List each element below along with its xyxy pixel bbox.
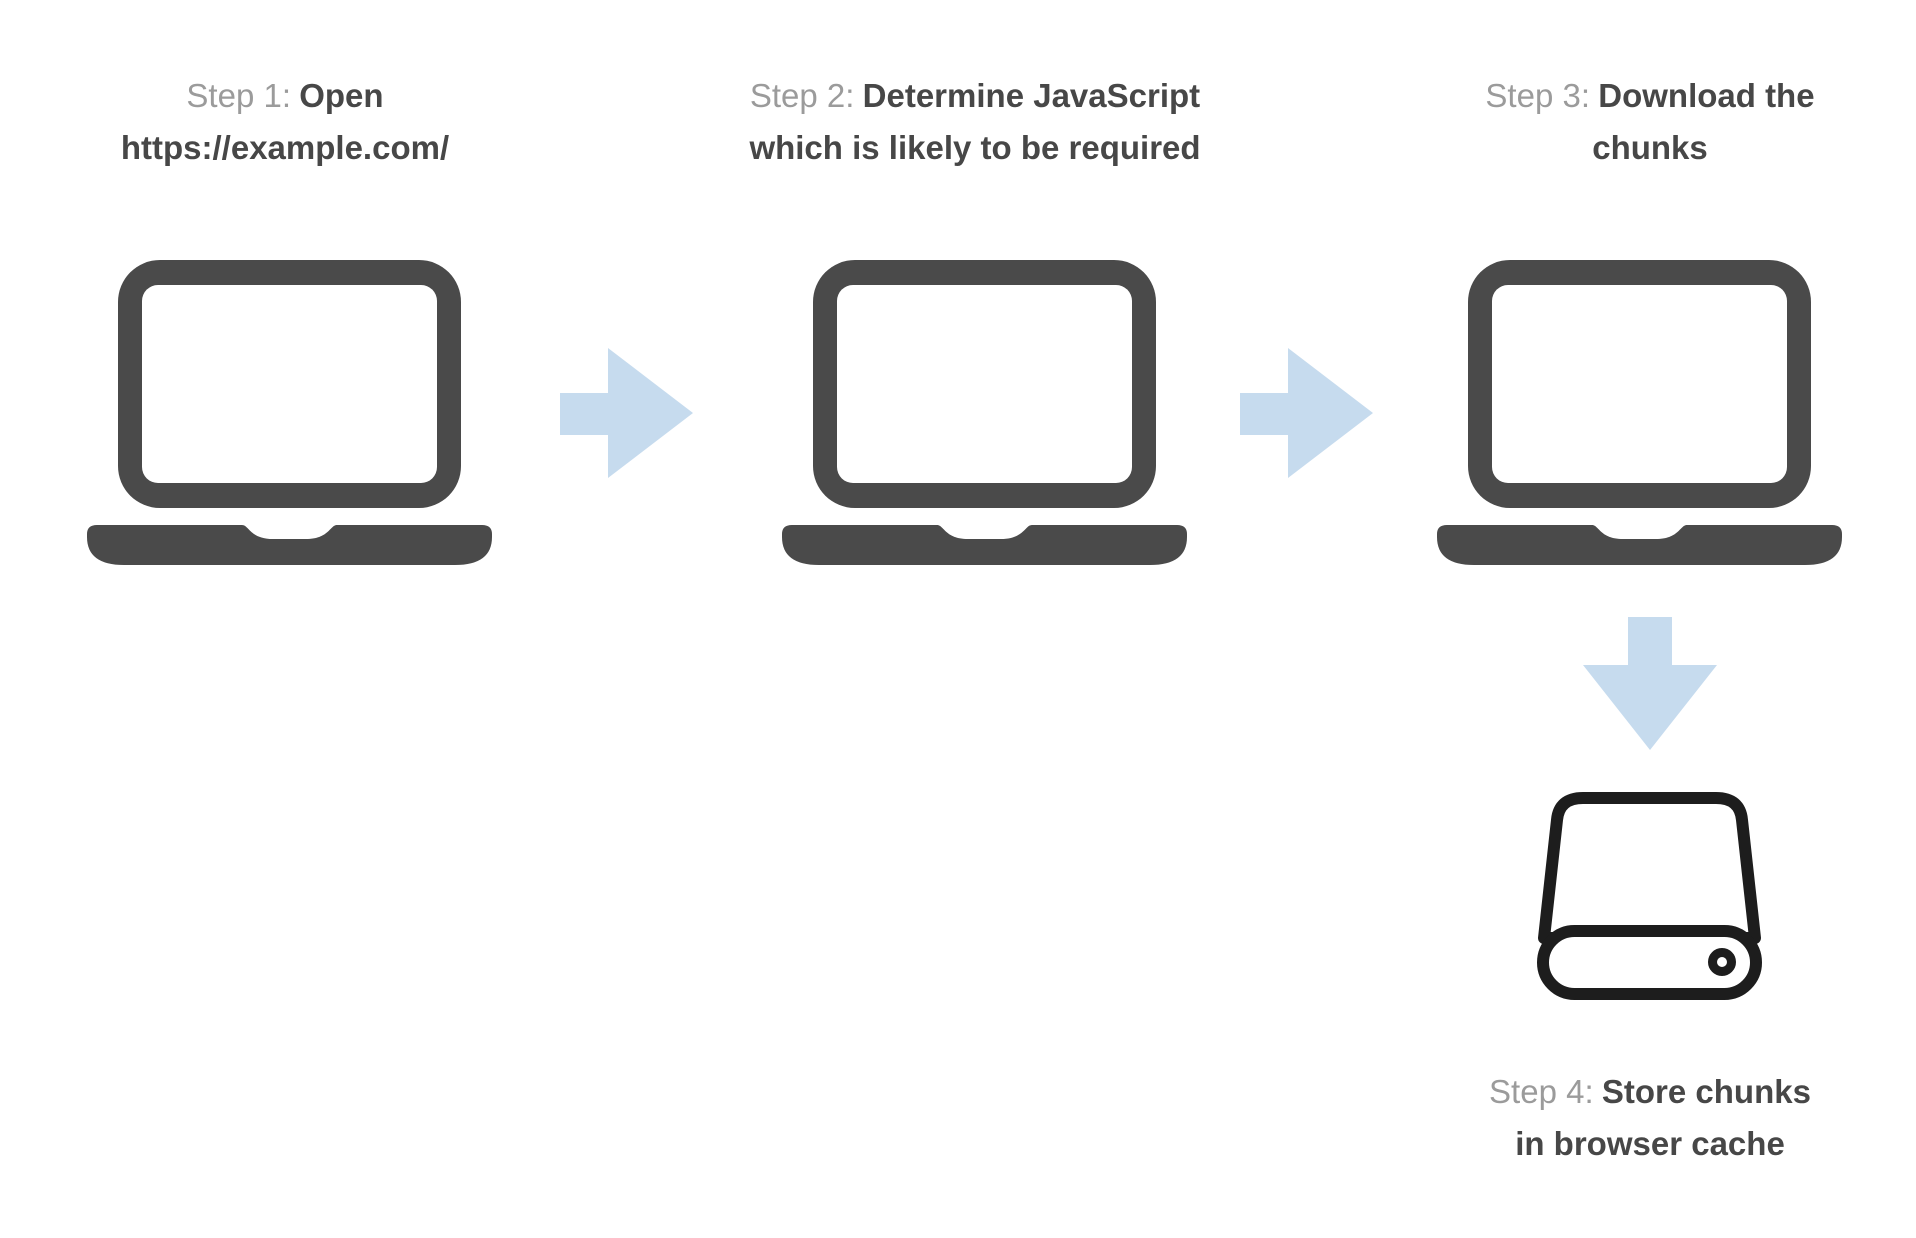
laptop-icon bbox=[782, 260, 1187, 565]
step-3-number-label: Step 3: bbox=[1485, 77, 1590, 114]
step-4-title-line1: Store chunks bbox=[1601, 1073, 1811, 1110]
step-2-title-line2: which is likely to be required bbox=[749, 129, 1201, 166]
step-2-title-line1: Determine JavaScript bbox=[862, 77, 1201, 114]
step-1-title-line2: https://example.com/ bbox=[120, 129, 450, 166]
step-3-caption: Step 3:Download the chunks bbox=[1400, 70, 1900, 174]
arrow-down-icon bbox=[1583, 617, 1717, 750]
step-4-title-line2: in browser cache bbox=[1515, 1125, 1785, 1162]
arrow-right-icon bbox=[1240, 348, 1373, 478]
hard-drive-icon bbox=[1537, 792, 1762, 1000]
step-1-number-label: Step 1: bbox=[186, 77, 291, 114]
step-1-caption: Step 1:Open https://example.com/ bbox=[35, 70, 535, 174]
laptop-icon bbox=[87, 260, 492, 565]
laptop-icon bbox=[1437, 260, 1842, 565]
step-4-caption: Step 4:Store chunks in browser cache bbox=[1400, 1066, 1900, 1170]
step-1-title-line1: Open bbox=[299, 77, 384, 114]
step-2-caption: Step 2:Determine JavaScript which is lik… bbox=[665, 70, 1285, 174]
step-3-title-line2: chunks bbox=[1592, 129, 1708, 166]
step-2-number-label: Step 2: bbox=[749, 77, 855, 114]
step-3-title-line1: Download the bbox=[1598, 77, 1815, 114]
step-4-number-label: Step 4: bbox=[1489, 1073, 1594, 1110]
arrow-right-icon bbox=[560, 348, 693, 478]
